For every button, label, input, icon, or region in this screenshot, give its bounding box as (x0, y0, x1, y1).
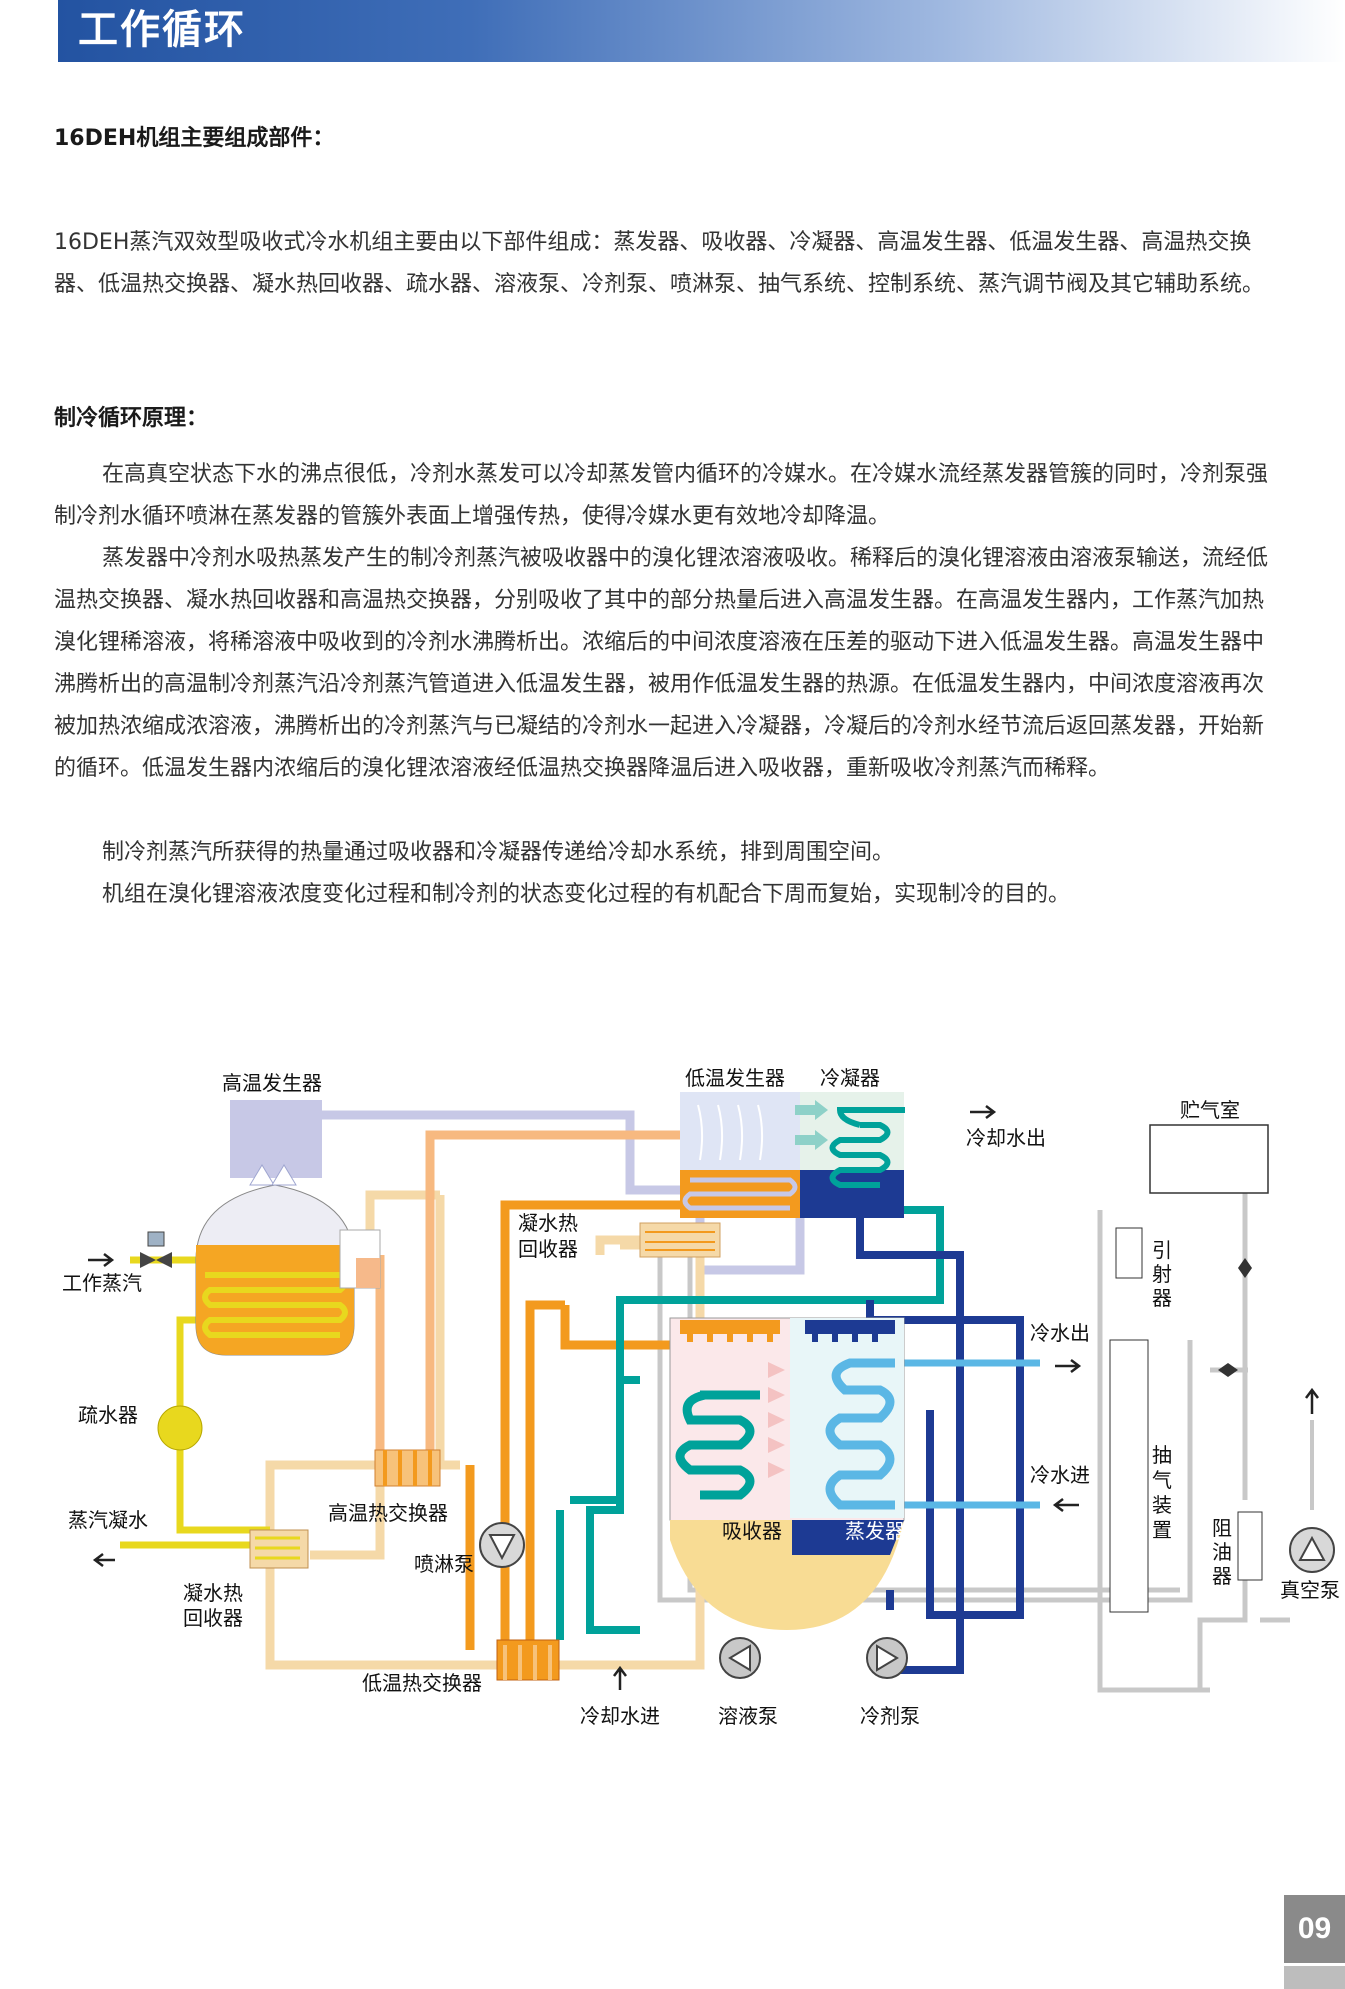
header-margin (0, 0, 48, 62)
section-heading-components: 16DEH机组主要组成部件： (54, 126, 335, 151)
label-evaporator: 蒸发器 (845, 1519, 905, 1543)
label-purge-1: 抽 (1152, 1443, 1172, 1467)
steam-trap (157, 1405, 203, 1451)
page-number: 09 (1297, 1912, 1332, 1945)
label-high-temp-hx: 高温热交换器 (328, 1501, 448, 1525)
page-title: 工作循环 (78, 7, 246, 53)
label-gas-chamber: 贮气室 (1180, 1098, 1240, 1122)
section-heading-principle: 制冷循环原理： (54, 406, 209, 431)
orange-pipes (465, 1200, 735, 1665)
high-temp-generator (195, 1100, 381, 1356)
label-low-temp-hx: 低温热交换器 (362, 1671, 482, 1695)
label-low-temp-generator: 低温发生器 (685, 1066, 785, 1090)
vacuum-pump (1289, 1527, 1335, 1573)
label-chilled-water-out: 冷水出 (1030, 1321, 1090, 1345)
label-chilled-water-in: 冷水进 (1030, 1463, 1090, 1487)
absorber-evaporator-shell (669, 1317, 905, 1630)
low-temp-generator (680, 1092, 800, 1218)
teal-pipes (556, 1206, 944, 1640)
label-condensate-recovery-b2: 回收器 (183, 1606, 243, 1630)
principle-paragraph-4: 机组在溴化锂溶液浓度变化过程和制冷剂的状态变化过程的有机配合下周而复始，实现制冷… (102, 882, 1071, 907)
principle-paragraph-2: 蒸发器中冷剂水吸热蒸发产生的制冷剂蒸汽被吸收器中的溴化锂浓溶液吸收。稀释后的溴化… (54, 546, 1269, 781)
header-bar (0, 0, 1345, 62)
label-absorber: 吸收器 (722, 1519, 782, 1543)
solution-pump (719, 1637, 761, 1679)
label-high-temp-generator: 高温发生器 (222, 1071, 322, 1095)
components-paragraph: 16DEH蒸汽双效型吸收式冷水机组主要由以下部件组成：蒸发器、吸收器、冷凝器、高… (54, 230, 1265, 297)
label-condensate-recovery-2: 回收器 (518, 1237, 578, 1261)
label-purge-2: 气 (1152, 1468, 1172, 1492)
steam-valve (140, 1231, 172, 1268)
label-vacuum-pump: 真空泵 (1280, 1578, 1340, 1602)
label-oil-trap-2: 油 (1212, 1540, 1232, 1564)
right-valves (1218, 1258, 1252, 1377)
condensate-recovery-upper (639, 1222, 721, 1258)
label-steam-trap: 疏水器 (78, 1403, 138, 1427)
purge-unit (1109, 1339, 1149, 1613)
flow-arrows (88, 1105, 1319, 1690)
label-refrigerant-pump: 冷剂泵 (860, 1704, 920, 1728)
low-temp-heat-exchanger (496, 1639, 560, 1681)
label-oil-trap-1: 阻 (1212, 1516, 1232, 1540)
condensate-recovery-bottom (249, 1529, 309, 1569)
label-condensate-recovery-1: 凝水热 (518, 1211, 578, 1235)
refrigerant-pump (866, 1637, 908, 1679)
label-ejector-3: 器 (1152, 1286, 1172, 1310)
label-cooling-water-out: 冷却水出 (966, 1126, 1046, 1150)
label-working-steam: 工作蒸汽 (62, 1271, 142, 1295)
spray-pump (479, 1522, 525, 1568)
oil-trap (1237, 1511, 1263, 1581)
principle-paragraph-1: 在高真空状态下水的沸点很低，冷剂水蒸发可以冷却蒸发管内循环的冷媒水。在冷媒水流经… (54, 462, 1269, 529)
navy-pipes (856, 1210, 1024, 1674)
header-accent (48, 0, 58, 62)
label-ejector-2: 射 (1152, 1262, 1172, 1286)
label-spray-pump: 喷淋泵 (414, 1552, 474, 1576)
ejector (1115, 1227, 1143, 1279)
label-condenser: 冷凝器 (820, 1066, 880, 1090)
label-oil-trap-3: 器 (1212, 1564, 1232, 1588)
label-purge-3: 装 (1152, 1493, 1172, 1517)
label-condensate-recovery-b1: 凝水热 (183, 1581, 243, 1605)
principle-paragraph-3: 制冷剂蒸汽所获得的热量通过吸收器和冷凝器传递给冷却水系统，排到周围空间。 (102, 840, 895, 865)
label-steam-condensate: 蒸汽凝水 (68, 1508, 148, 1532)
label-solution-pump: 溶液泵 (718, 1704, 778, 1728)
refrigeration-cycle-diagram: 高温发生器 低温发生器 冷凝器 冷却水出 贮气室 凝水热 回收器 工作蒸汽 引 … (62, 1066, 1340, 1728)
gas-chamber (1149, 1124, 1269, 1194)
condenser (795, 1092, 905, 1218)
page-number-tab (1284, 1895, 1345, 1963)
high-temp-heat-exchanger (374, 1449, 441, 1487)
label-purge-4: 置 (1152, 1518, 1172, 1542)
label-cooling-water-in: 冷却水进 (580, 1704, 660, 1728)
page-number-tab-lower (1284, 1966, 1345, 1989)
label-ejector-1: 引 (1152, 1238, 1172, 1262)
